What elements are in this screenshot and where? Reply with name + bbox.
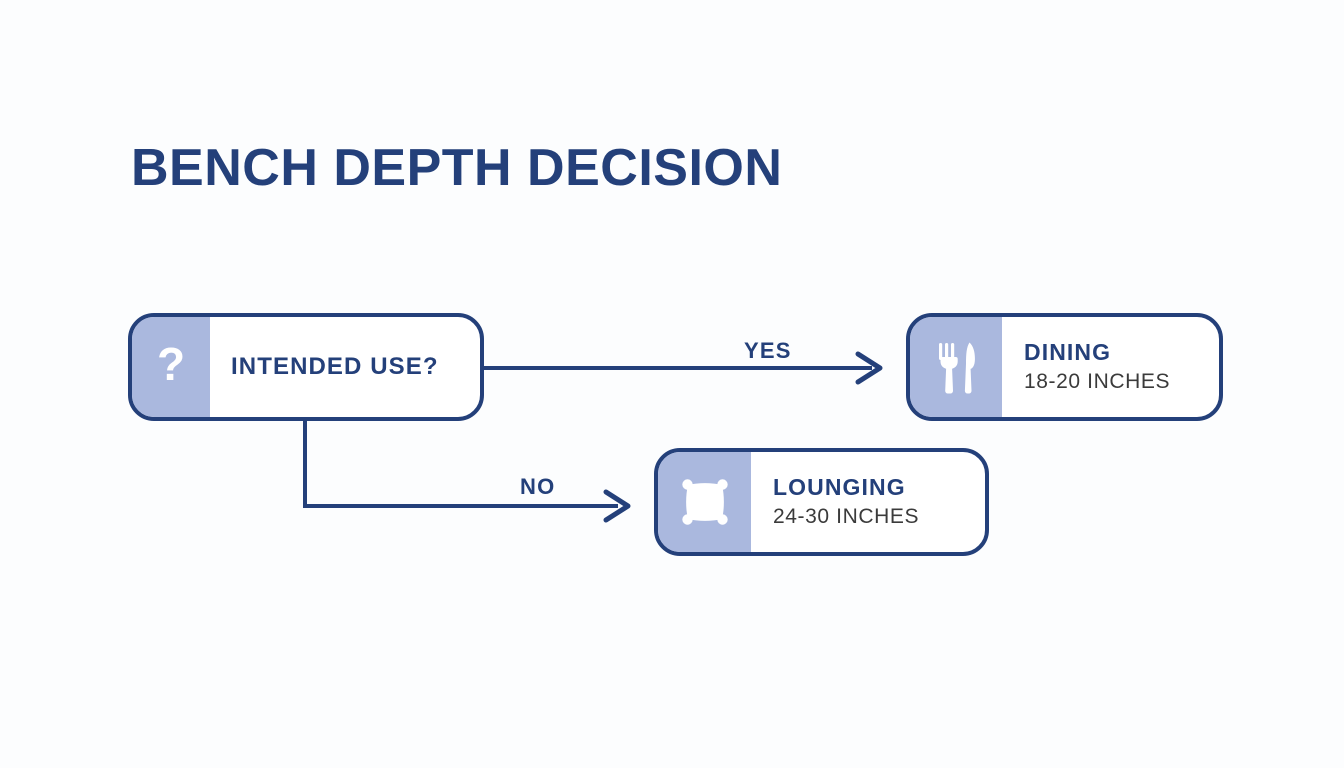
fork-knife-icon: [937, 342, 975, 394]
node-subtitle: 18-20 INCHES: [1024, 369, 1171, 393]
node-text-block: LOUNGING 24-30 INCHES: [751, 452, 985, 552]
node-icon-panel: [658, 452, 751, 552]
node-intended-use[interactable]: ? INTENDED USE?: [128, 313, 484, 421]
node-subtitle: 24-30 INCHES: [773, 504, 920, 528]
edge-label-yes: YES: [744, 338, 792, 363]
node-title: INTENDED USE?: [231, 353, 439, 381]
cushion-icon: [681, 479, 728, 525]
svg-text:?: ?: [157, 341, 185, 390]
node-title: LOUNGING: [773, 474, 906, 501]
node-icon-panel: [910, 317, 1002, 417]
node-text-block: DINING 18-20 INCHES: [1002, 317, 1219, 417]
node-title: DINING: [1024, 339, 1112, 366]
page-title: BENCH DEPTH DECISION: [131, 139, 783, 197]
node-text-block: INTENDED USE?: [210, 317, 480, 417]
node-dining[interactable]: DINING 18-20 INCHES: [906, 313, 1223, 421]
node-lounging[interactable]: LOUNGING 24-30 INCHES: [654, 448, 989, 556]
question-mark-icon: ?: [157, 341, 185, 390]
node-icon-panel: ?: [132, 317, 210, 417]
edge-label-no: NO: [520, 474, 556, 499]
